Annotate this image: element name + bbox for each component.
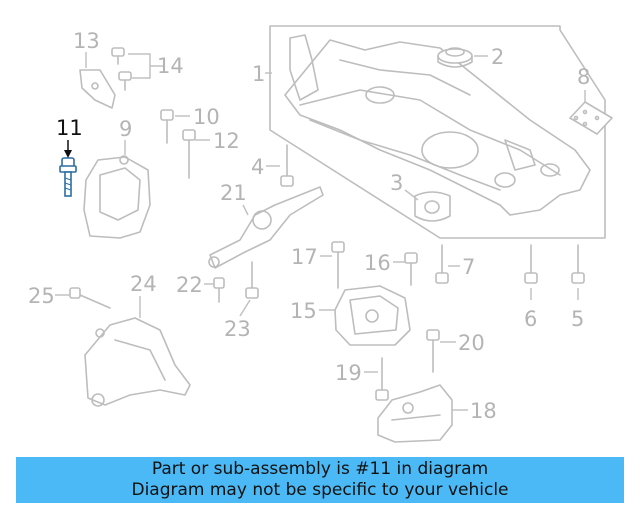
callout-5: 5 [571,307,584,331]
banner-line-2: Diagram may not be specific to your vehi… [131,480,509,500]
callout-23: 23 [224,317,251,341]
callout-13: 13 [73,29,100,53]
callout-9: 9 [119,117,132,141]
callout-11-highlighted: 11 [56,116,83,140]
part-14-bolts [111,47,132,91]
callout-6: 6 [524,307,537,331]
callout-25: 25 [28,284,55,308]
subframe-group [269,25,606,239]
part-11-bolt-highlighted [59,157,77,197]
part-8-plate [569,101,613,135]
part-13-bracket [79,69,116,109]
callout-17: 17 [291,245,318,269]
part-3-bushing [414,191,451,222]
part-9-mount [83,155,151,239]
callout-7: 7 [462,255,475,279]
callout-18: 18 [470,399,497,423]
leader-lines [55,52,586,411]
callout-8: 8 [577,65,590,89]
callout-22: 22 [176,273,203,297]
callout-19: 19 [335,361,362,385]
part-15-mount [334,285,411,346]
banner-line-1: Part or sub-assembly is #11 in diagram [151,459,489,479]
bolts-group [69,109,585,401]
callout-4: 4 [251,155,264,179]
callout-14: 14 [157,54,184,78]
callout-labels: 1 2 3 4 5 6 7 8 9 10 11 12 13 14 15 16 1… [28,29,590,423]
callout-21: 21 [220,181,247,205]
part-21-torque-arm [208,186,324,269]
callout-2: 2 [491,45,504,69]
info-banner: Part or sub-assembly is #11 in diagram D… [16,457,624,503]
callout-16: 16 [364,251,391,275]
arrowheads [64,150,72,158]
callout-24: 24 [130,272,157,296]
callout-10: 10 [193,105,220,129]
callout-15: 15 [290,299,317,323]
callout-20: 20 [458,331,485,355]
part-18-mount [377,384,453,443]
callout-12: 12 [213,129,240,153]
callout-3: 3 [390,171,403,195]
callout-1: 1 [252,62,265,86]
part-2-bushing [437,47,473,68]
part-24-bracket [84,317,191,407]
